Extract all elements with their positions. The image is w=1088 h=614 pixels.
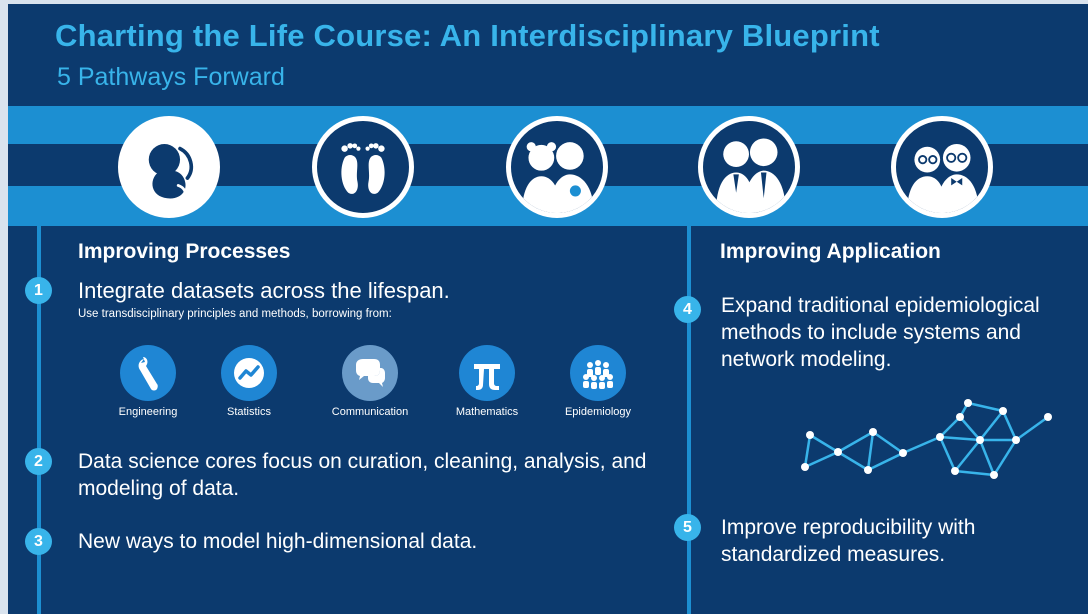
step-number: 1 [25, 277, 52, 304]
section-heading-processes: Improving Processes [78, 240, 291, 263]
step-subtext: Use transdisciplinary principles and met… [78, 308, 392, 320]
page-subtitle: 5 Pathways Forward [57, 63, 285, 91]
elders-icon [891, 116, 993, 218]
adults-icon [698, 116, 800, 218]
discipline-label: Statistics [226, 406, 271, 418]
network-graphic [801, 399, 1052, 479]
footprints-icon [312, 116, 414, 218]
discipline-mathematics: Mathematics [432, 345, 542, 418]
discipline-label: Epidemiology [564, 406, 632, 418]
speech-bubbles-icon [342, 345, 398, 401]
step-text: New ways to model high-dimensional data. [78, 530, 478, 553]
fetus-icon [118, 116, 220, 218]
section-heading-application: Improving Application [720, 240, 941, 263]
step-text: Expand traditional epidemiological metho… [721, 294, 1040, 371]
step-number: 4 [674, 296, 701, 323]
discipline-statistics: Statistics [194, 345, 304, 418]
trend-line-icon [221, 345, 277, 401]
discipline-communication: Communication [315, 345, 425, 418]
children-icon [506, 116, 608, 218]
step-number: 5 [674, 514, 701, 541]
step-number: 3 [25, 528, 52, 555]
discipline-engineering: Engineering [93, 345, 203, 418]
right-timeline [687, 226, 691, 614]
discipline-label: Engineering [118, 406, 178, 418]
left-border [0, 0, 8, 614]
step-text: Integrate datasets across the lifespan. [78, 278, 450, 303]
wrench-icon [120, 345, 176, 401]
pi-icon [459, 345, 515, 401]
page-title: Charting the Life Course: An Interdiscip… [55, 18, 880, 53]
step-text: Data science cores focus on curation, cl… [78, 450, 647, 500]
population-icon [570, 345, 626, 401]
step-text: Improve reproducibility with standardize… [721, 516, 976, 566]
top-border [0, 0, 1088, 4]
step-number: 2 [25, 448, 52, 475]
left-timeline [37, 226, 41, 614]
discipline-epidemiology: Epidemiology [543, 345, 653, 418]
discipline-label: Communication [331, 406, 409, 418]
discipline-label: Mathematics [455, 406, 519, 418]
